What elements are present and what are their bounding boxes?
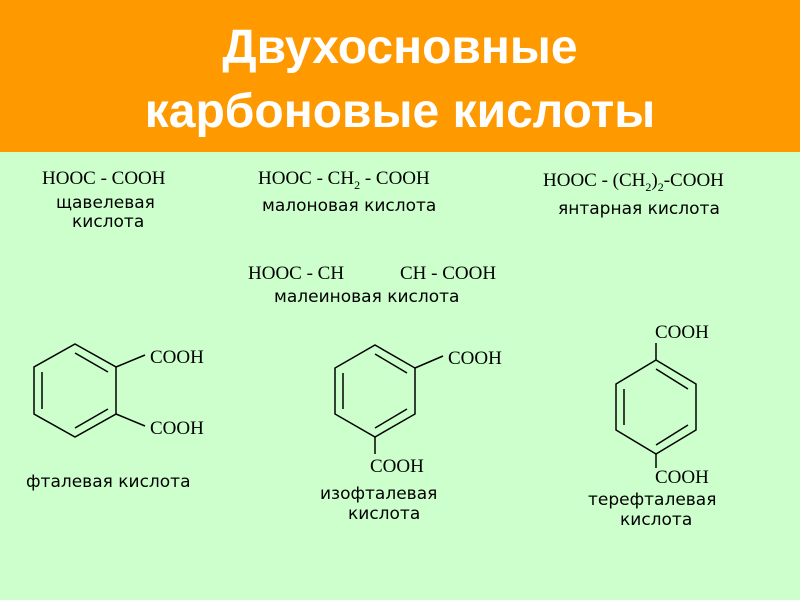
terephthalic-cooh-1: COOH xyxy=(655,322,709,343)
title-banner xyxy=(0,0,800,152)
maleic-acid-name: малеиновая кислота xyxy=(274,287,460,307)
maleic-acid-formula-left: HOOC - CH xyxy=(248,263,345,284)
isophthalic-cooh-2: COOH xyxy=(370,456,424,477)
terephthalic-acid-structure xyxy=(615,343,697,468)
isophthalic-cooh-1: COOH xyxy=(448,348,502,369)
phthalic-acid-structure xyxy=(33,343,146,438)
isophthalic-acid-name-line-2: кислота xyxy=(348,504,421,524)
phthalic-acid-name: фталевая кислота xyxy=(26,472,191,492)
terephthalic-acid-name-line-2: кислота xyxy=(620,510,693,530)
phthalic-cooh-1: COOH xyxy=(150,347,204,368)
succinic-acid-name: янтарная кислота xyxy=(558,199,720,219)
malonic-acid-name: малоновая кислота xyxy=(262,196,437,216)
phthalic-benzene-ring xyxy=(33,343,117,438)
terephthalic-benzene-ring xyxy=(615,359,697,455)
oxalic-acid-name-line-1: щавелевая xyxy=(56,193,155,213)
oxalic-acid-name-line-2: кислота xyxy=(72,212,145,232)
isophthalic-acid-structure xyxy=(334,344,444,454)
phthalic-bond-1 xyxy=(115,354,146,368)
isophthalic-acid-name-line-1: изофталевая xyxy=(320,484,438,504)
terephthalic-cooh-2: COOH xyxy=(655,467,709,488)
terephthalic-acid-name-line-1: терефталевая xyxy=(588,490,717,510)
slide-title-line-1: Двухосновные xyxy=(222,21,578,74)
succinic-acid-formula: HOOC - (CH2)2-COOH xyxy=(543,170,724,194)
isophthalic-benzene-ring xyxy=(334,344,416,438)
slide-title-line-2: карбоновые кислоты xyxy=(144,85,656,138)
phthalic-bond-2 xyxy=(115,413,146,427)
isophthalic-bond-1 xyxy=(414,355,444,369)
malonic-acid-formula: HOOC - CH2 - COOH xyxy=(258,168,430,192)
oxalic-acid-formula: HOOC - COOH xyxy=(42,168,166,189)
maleic-acid-formula-right: CH - COOH xyxy=(400,263,497,284)
phthalic-cooh-2: COOH xyxy=(150,418,204,439)
